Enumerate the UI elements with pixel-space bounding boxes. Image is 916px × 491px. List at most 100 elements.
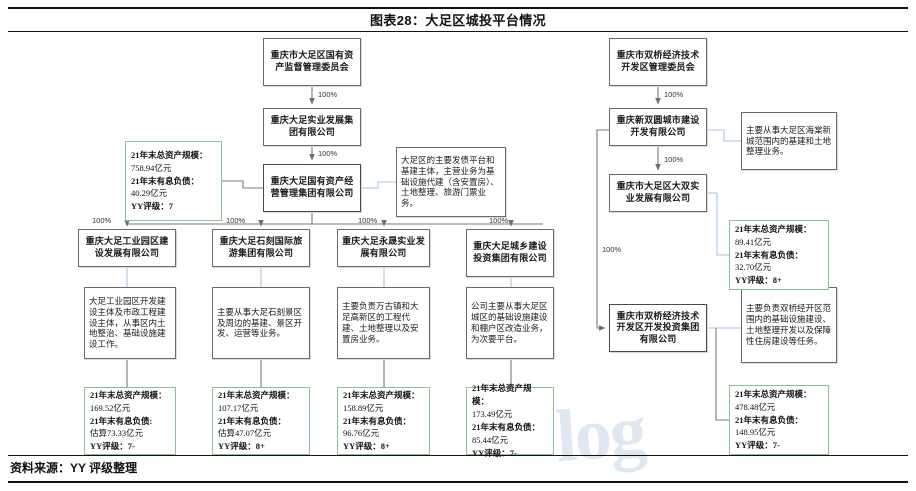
metric-value: 158.89亿元: [343, 402, 384, 413]
node-label: 主要从事大足区海棠新城范围内的基建和土地整理业务。: [746, 124, 832, 157]
metric-lines: 21年末总资产规模： 158.89亿元 21年末有息负债： 96.76亿元 YY评级：8…: [338, 389, 425, 454]
metric-box-m-guoyou: 21年末总资产规模： 758.94亿元 21年末有息负债： 40.29亿元 YY评级：7: [125, 141, 222, 221]
metric-lines: 21年末总资产规模： 169.52亿元 21年末有息负债: 估算73.33亿元 YY评级…: [85, 389, 172, 454]
ownership-percent-label: 100%: [602, 245, 622, 254]
description-box-desc-shike: 主要从事大足石刻景区及周边的基建、景区开发、运营等业务。: [212, 287, 310, 359]
metric-label: YY评级：7: [131, 201, 174, 212]
node-label: 重庆新双圆城市建设开发有限公司: [616, 115, 700, 137]
metric-value: 估算47.07亿元: [218, 428, 272, 439]
entity-box-dashuang: 重庆市大足区大双实业发展有限公司: [609, 174, 707, 212]
ownership-percent-label: 100%: [358, 216, 378, 225]
node-label: 重庆大足工业园区建设发展有限公司: [85, 236, 169, 258]
metric-label: 21年末有息负债：: [218, 415, 287, 426]
connector-layer: [124, 86, 741, 421]
ownership-percent-label: 100%: [226, 216, 246, 225]
metric-box-m-shuangqiao-touzi: 21年末总资产规模： 478.48亿元 21年末有息负债： 148.95亿元 YY评级：…: [729, 385, 829, 455]
node-label: 重庆大足国有资产经营管理集团有限公司: [270, 176, 354, 198]
metric-lines: 21年末总资产规模： 107.17亿元 21年末有息负债： 估算47.07亿元 YY评级…: [213, 389, 300, 454]
ownership-percent-label: 100%: [489, 216, 509, 225]
description-box-desc-chengxiang: 公司主要从事大足区城区的基础设施建设和棚户区改造业务，为次要平台。: [466, 287, 554, 359]
node-label: 公司主要从事大足区城区的基础设施建设和棚户区改造业务，为次要平台。: [471, 301, 548, 344]
node-label: 重庆大足石刻国际旅游集团有限公司: [219, 236, 303, 258]
node-label: 重庆大足实业发展集团有限公司: [270, 115, 354, 137]
metric-label: 21年末总资产规模：: [131, 149, 208, 160]
metric-lines: 21年末总资产规模： 89.41亿元 21年末有息负债： 32.70亿元 YY评级：8+: [730, 223, 817, 288]
metric-label: 21年末总资产规模：: [90, 389, 167, 400]
node-label: 重庆市大足区国有资产监督管理委员会: [270, 50, 354, 72]
metric-label: YY评级：8+: [343, 441, 390, 452]
entity-box-chengxiang: 重庆大足城乡建设投资集团有限公司: [466, 229, 554, 277]
description-box-desc-yongsheng: 主要负责万古镇和大足高新区的工程代建、土地整理以及安置房业务。: [337, 287, 430, 359]
entity-box-xinshuangyuan: 重庆新双圆城市建设开发有限公司: [609, 108, 707, 146]
header-rule-top: [8, 7, 908, 9]
node-label: 重庆市大足区大双实业发展有限公司: [616, 181, 700, 203]
header-rule-bottom: [8, 31, 908, 32]
ownership-percent-label: 100%: [664, 90, 684, 99]
node-label: 主要负责双桥经开区范围内的基础设施建设、土地整理开发以及保障性住房建设等任务。: [746, 303, 832, 346]
metric-label: 21年末有息负债：: [472, 422, 541, 432]
metric-value: 107.17亿元: [218, 402, 259, 413]
entity-box-gongye: 重庆大足工业园区建设发展有限公司: [78, 229, 176, 267]
entity-box-shuangqiao-touzi: 重庆市双桥经济技术开发区开发投资集团有限公司: [609, 304, 707, 352]
entity-box-dazu-shiye: 重庆大足实业发展集团有限公司: [263, 108, 361, 146]
metric-label: YY评级：8+: [218, 441, 265, 452]
metric-box-m-chengxiang: 21年末总资产规模： 173.49亿元 21年末有息负债： 85.44亿元 YY评级：7…: [466, 383, 554, 458]
metric-lines: 21年末总资产规模： 478.48亿元 21年末有息负债： 148.95亿元 YY评级：…: [730, 388, 817, 453]
metric-value: 478.48亿元: [735, 401, 776, 412]
metric-value: 173.49亿元: [472, 409, 513, 420]
metric-value: 758.94亿元: [131, 162, 172, 173]
node-label: 重庆大足永晟实业发展有限公司: [342, 236, 425, 258]
node-label: 主要负责万古镇和大足高新区的工程代建、土地整理以及安置房业务。: [342, 301, 419, 344]
metric-label: 21年末总资产规模：: [218, 389, 295, 400]
ownership-percent-label: 100%: [92, 216, 112, 225]
footer-rule-bottom: [8, 481, 908, 483]
entity-box-yongsheng: 重庆大足永晟实业发展有限公司: [337, 229, 430, 267]
metric-label: 21年末总资产规模：: [735, 388, 812, 399]
entity-box-sasac: 重庆市大足区国有资产监督管理委员会: [263, 38, 361, 86]
org-chart-canvas: 重庆市大足区国有资产监督管理委员会重庆大足实业发展集团有限公司重庆大足国有资产经…: [0, 34, 916, 458]
node-label: 重庆市双桥经济技术开发区管理委员会: [616, 50, 700, 72]
entity-box-dazu-guoyou: 重庆大足国有资产经营管理集团有限公司: [263, 164, 361, 212]
ownership-percent-label: 100%: [318, 90, 338, 99]
metric-label: 21年末总资产规模：: [472, 383, 532, 407]
metric-label: YY评级：8+: [735, 275, 782, 286]
page-title: 图表28：大足区城投平台情况: [369, 13, 547, 28]
metric-value: 85.44亿元: [472, 434, 509, 445]
metric-value: 96.76亿元: [343, 428, 380, 439]
metric-label: YY评级：7-: [735, 440, 780, 451]
node-label: 主要从事大足石刻景区及周边的基建、景区开发、运营等业务。: [217, 306, 303, 339]
entity-box-shuangqiao-guanwei: 重庆市双桥经济技术开发区管理委员会: [609, 38, 707, 86]
metric-label: 21年末有息负债：: [131, 175, 200, 186]
metric-value: 148.95亿元: [735, 427, 776, 438]
node-label: 重庆大足城乡建设投资集团有限公司: [473, 241, 547, 263]
source-note: 资料来源：YY 评级整理: [10, 461, 138, 475]
metric-label: YY评级：7-: [472, 447, 517, 458]
node-label: 大足区的主要发债平台和基建主体，主营业务为基础设施代建（含安置房）、土地整理、旅…: [401, 154, 499, 209]
metric-value: 40.29亿元: [131, 188, 168, 199]
metric-box-m-gongye: 21年末总资产规模： 169.52亿元 21年末有息负债: 估算73.33亿元 YY评级…: [84, 387, 176, 455]
entity-box-shike: 重庆大足石刻国际旅游集团有限公司: [212, 229, 310, 267]
description-box-desc-guoyou: 大足区的主要发债平台和基建主体，主营业务为基础设施代建（含安置房）、土地整理、旅…: [396, 147, 506, 217]
metric-box-m-dashuang: 21年末总资产规模： 89.41亿元 21年末有息负债： 32.70亿元 YY评级：8+: [729, 220, 829, 290]
metric-label: 21年末有息负债：: [735, 249, 804, 260]
metric-label: 21年末有息负债：: [735, 414, 804, 425]
source-rule-top: [8, 455, 908, 456]
metric-label: 21年末有息负债:: [90, 415, 153, 426]
metric-label: 21年末有息负债：: [343, 415, 412, 426]
metric-lines: 21年末总资产规模： 758.94亿元 21年末有息负债： 40.29亿元 YY评级：7: [126, 149, 213, 214]
ownership-percent-label: 100%: [664, 155, 684, 164]
node-label: 大足工业园区开发建设主体及市政工程建设主体，从事区内土地整治、基础设施建设工作。: [89, 295, 166, 350]
description-box-desc-gongye: 大足工业园区开发建设主体及市政工程建设主体，从事区内土地整治、基础设施建设工作。: [84, 287, 176, 359]
node-label: 重庆市双桥经济技术开发区开发投资集团有限公司: [616, 310, 700, 344]
metric-value: 89.41亿元: [735, 236, 772, 247]
metric-label: 21年末总资产规模：: [735, 223, 812, 234]
metric-value: 169.52亿元: [90, 402, 131, 413]
metric-box-m-yongsheng: 21年末总资产规模： 158.89亿元 21年末有息负债： 96.76亿元 YY评级：8…: [337, 387, 430, 455]
metric-value: 估算73.33亿元: [90, 428, 144, 439]
description-box-desc-shuangqiao-touzi: 主要负责双桥经开区范围内的基础设施建设、土地整理开发以及保障性住房建设等任务。: [741, 287, 837, 363]
metric-label: 21年末总资产规模：: [343, 389, 420, 400]
metric-value: 32.70亿元: [735, 262, 772, 273]
metric-label: YY评级：7-: [90, 441, 135, 452]
metric-box-m-shike: 21年末总资产规模： 107.17亿元 21年末有息负债： 估算47.07亿元 YY评级…: [212, 387, 310, 455]
